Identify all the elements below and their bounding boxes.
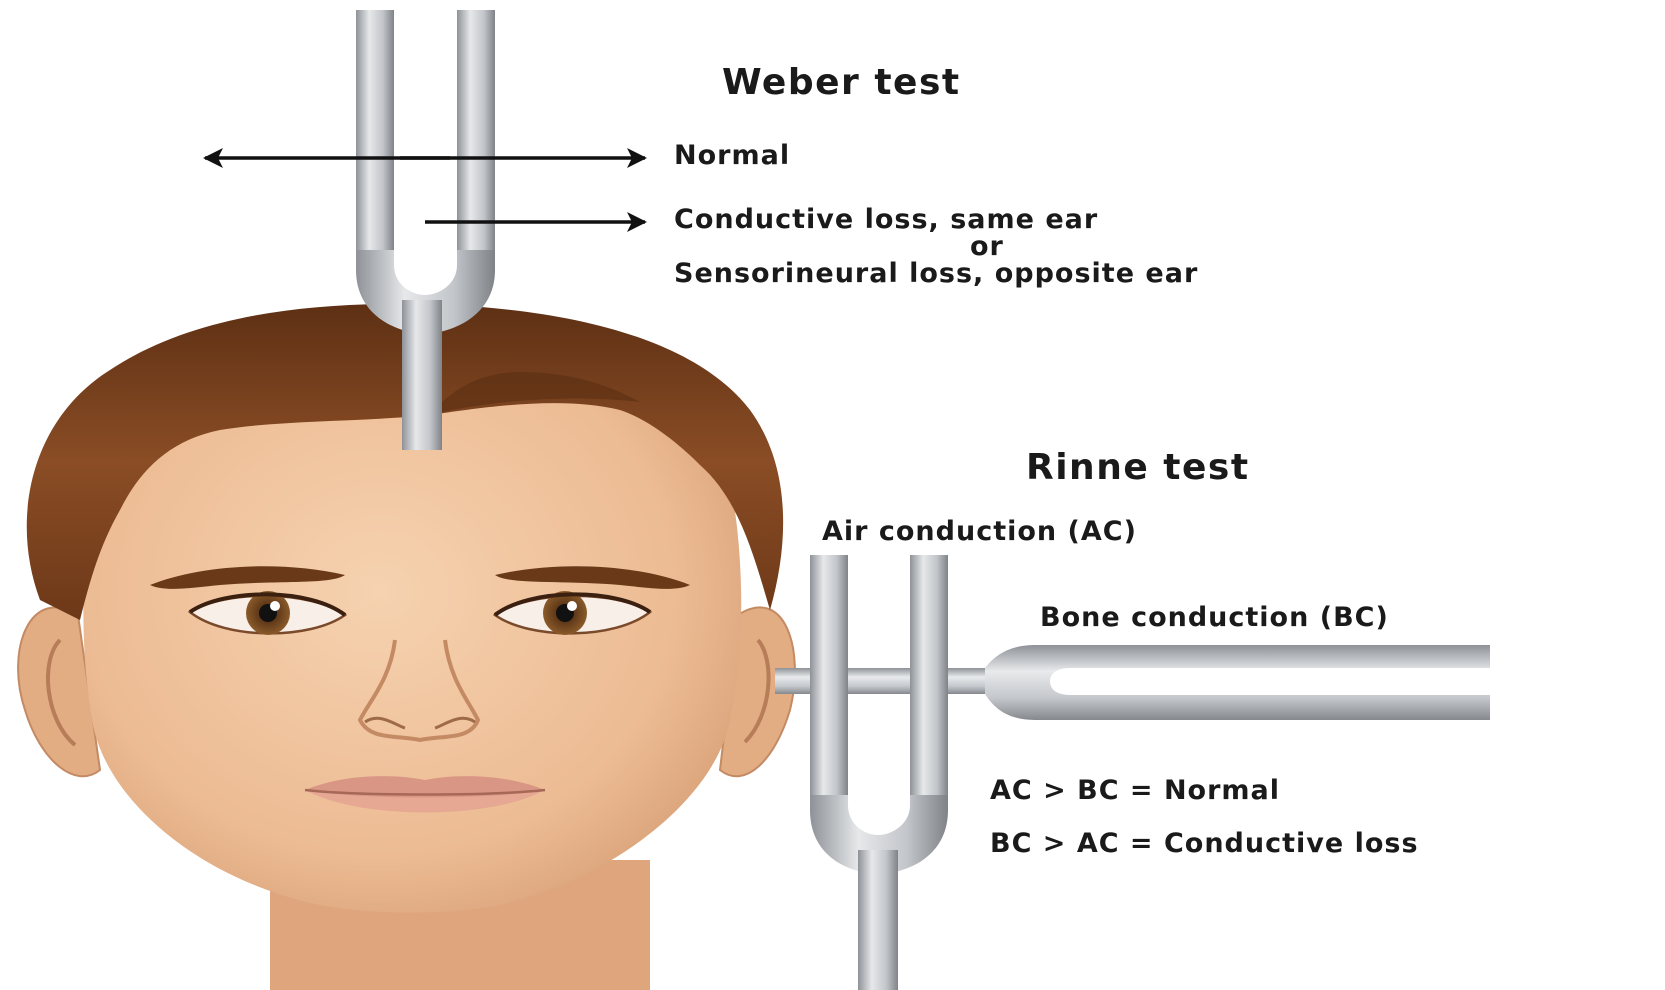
rinne-test-title: Rinne test xyxy=(1026,447,1250,488)
weber-test-title: Weber test xyxy=(722,62,961,103)
rinne-conductive-result: BC > AC = Conductive loss xyxy=(990,828,1419,859)
weber-arrows xyxy=(205,158,645,222)
air-conduction-label: Air conduction (AC) xyxy=(822,516,1137,547)
weber-conductive-label: Conductive loss, same ear xyxy=(674,204,1098,235)
rinne-air-conduction-fork xyxy=(810,555,948,990)
weber-sensorineural-label: Sensorineural loss, opposite ear xyxy=(674,258,1198,289)
rinne-normal-result: AC > BC = Normal xyxy=(990,775,1280,806)
weber-normal-label: Normal xyxy=(674,140,790,171)
bone-conduction-label: Bone conduction (BC) xyxy=(1040,602,1389,633)
rinne-bone-conduction-fork xyxy=(775,645,1490,720)
